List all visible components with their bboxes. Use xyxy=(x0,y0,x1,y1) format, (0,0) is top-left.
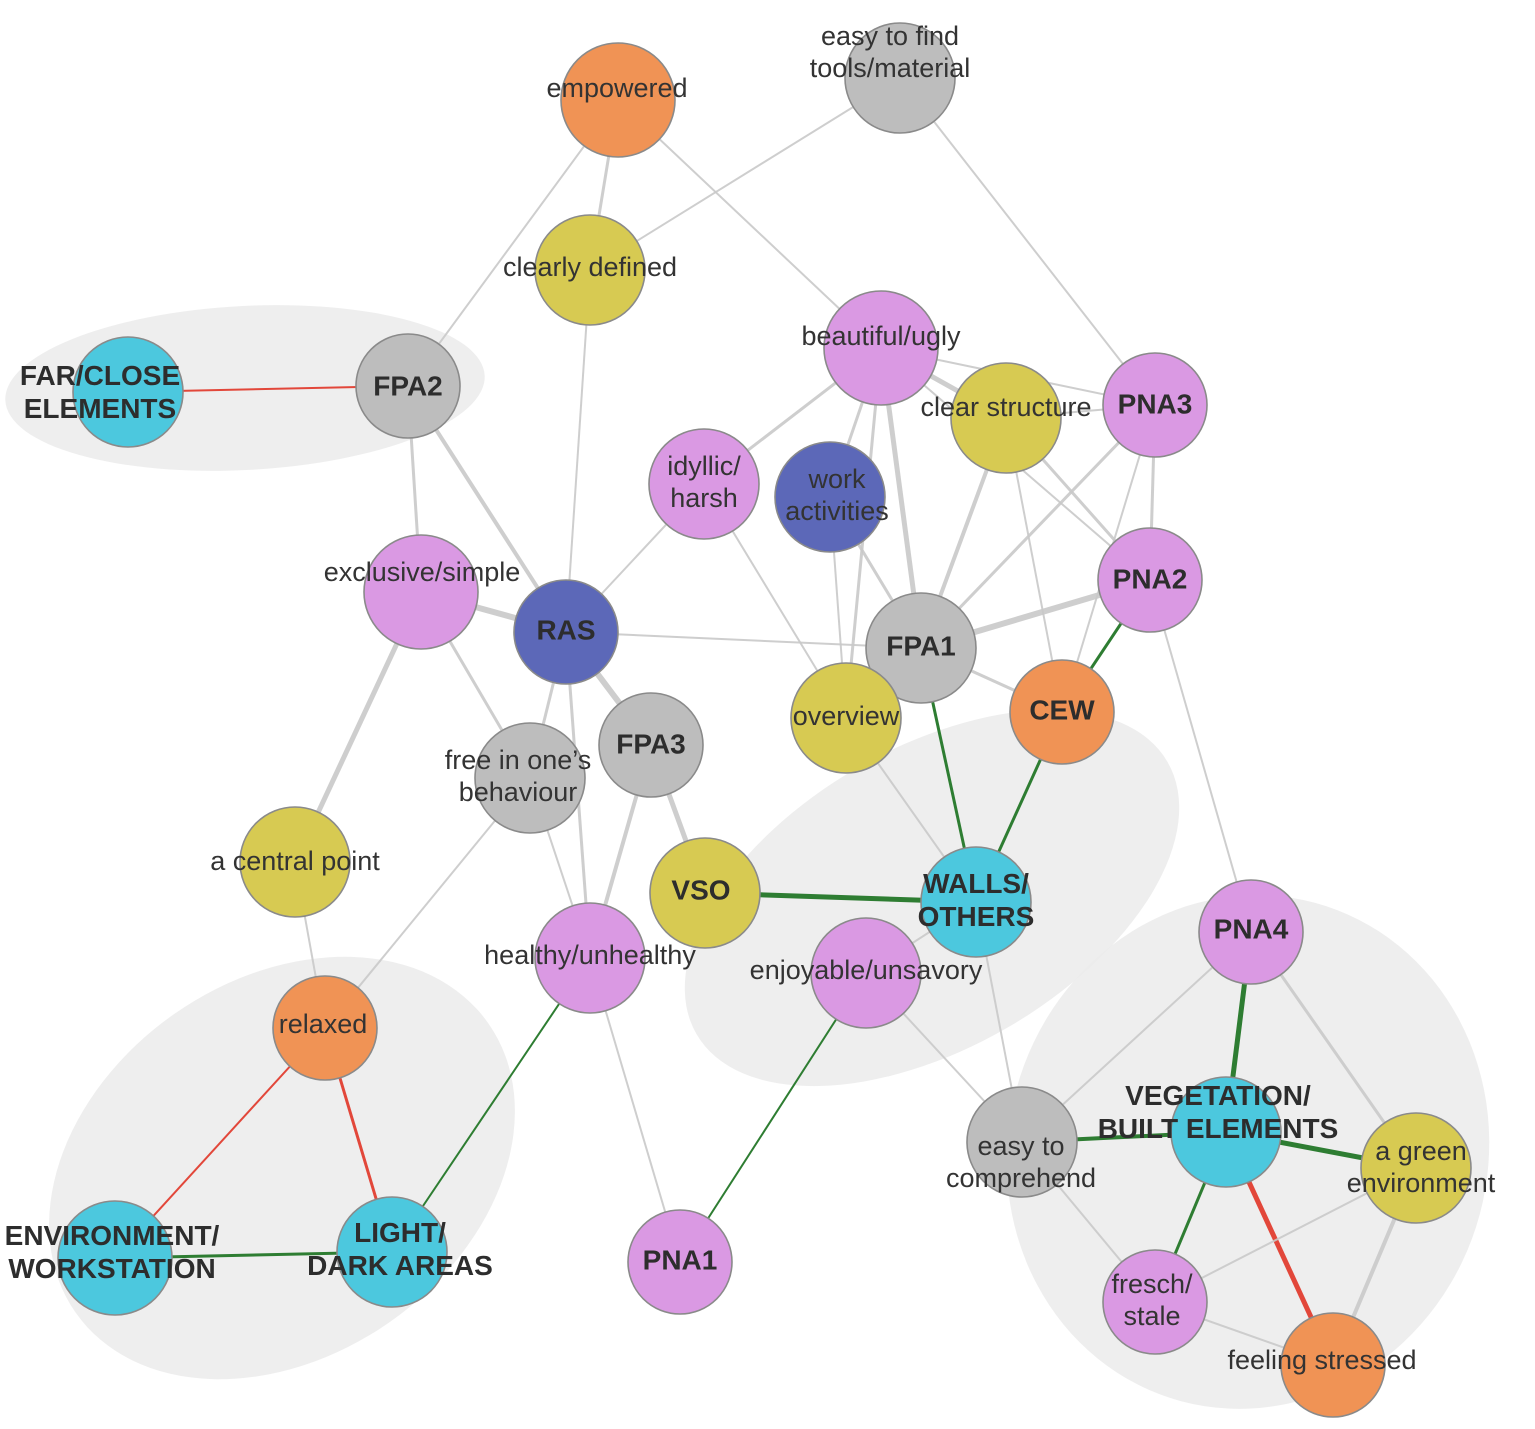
node-pna3[interactable] xyxy=(1102,352,1208,458)
node-relaxed[interactable] xyxy=(272,975,378,1081)
edge-clearly_defined-ras xyxy=(565,269,591,633)
node-idyllic_harsh[interactable] xyxy=(648,428,760,540)
node-cew[interactable] xyxy=(1009,659,1115,765)
node-vegetation[interactable] xyxy=(1170,1076,1282,1188)
node-easy_comprehend[interactable] xyxy=(966,1086,1078,1198)
node-pna2[interactable] xyxy=(1097,527,1203,633)
edge-empowered-fpa2 xyxy=(407,99,619,387)
node-beautiful_ugly[interactable] xyxy=(823,290,939,406)
node-free_behaviour[interactable] xyxy=(474,722,586,834)
edge-easy_to_find-pna3 xyxy=(899,77,1156,406)
node-fpa1[interactable] xyxy=(865,592,977,704)
node-ras[interactable] xyxy=(513,579,619,685)
cluster-ellipse-3 xyxy=(49,956,515,1380)
edge-easy_to_find-clearly_defined xyxy=(589,77,901,271)
node-work_activities[interactable] xyxy=(774,441,886,553)
node-exclusive_simple[interactable] xyxy=(363,534,479,650)
node-light_dark[interactable] xyxy=(336,1196,448,1308)
edge-ras-fpa1 xyxy=(565,631,922,649)
node-central_point[interactable] xyxy=(239,806,351,918)
node-walls_others[interactable] xyxy=(920,846,1032,958)
node-far_close[interactable] xyxy=(72,336,184,448)
node-pna4[interactable] xyxy=(1198,879,1304,985)
edge-pna2-pna4 xyxy=(1149,579,1252,933)
node-empowered[interactable] xyxy=(560,42,676,158)
node-environment_ws[interactable] xyxy=(57,1200,173,1316)
node-fpa3[interactable] xyxy=(598,692,704,798)
node-healthy[interactable] xyxy=(534,902,646,1014)
node-clear_structure[interactable] xyxy=(950,362,1062,474)
edge-enjoyable-pna1 xyxy=(679,972,867,1263)
edge-empowered-beautiful_ugly xyxy=(617,99,882,349)
node-pna1[interactable] xyxy=(627,1209,733,1315)
node-fresch_stale[interactable] xyxy=(1102,1249,1208,1355)
edge-healthy-light_dark xyxy=(391,957,591,1253)
node-clearly_defined[interactable] xyxy=(534,214,646,326)
edge-pna3-fpa1 xyxy=(919,403,1157,650)
node-enjoyable[interactable] xyxy=(810,917,922,1029)
node-easy_to_find[interactable] xyxy=(844,22,956,134)
node-fpa2[interactable] xyxy=(355,333,461,439)
node-vso[interactable] xyxy=(649,837,761,949)
node-feeling_stressed[interactable] xyxy=(1280,1312,1386,1418)
node-overview[interactable] xyxy=(790,662,902,774)
node-green_env[interactable] xyxy=(1360,1112,1472,1224)
